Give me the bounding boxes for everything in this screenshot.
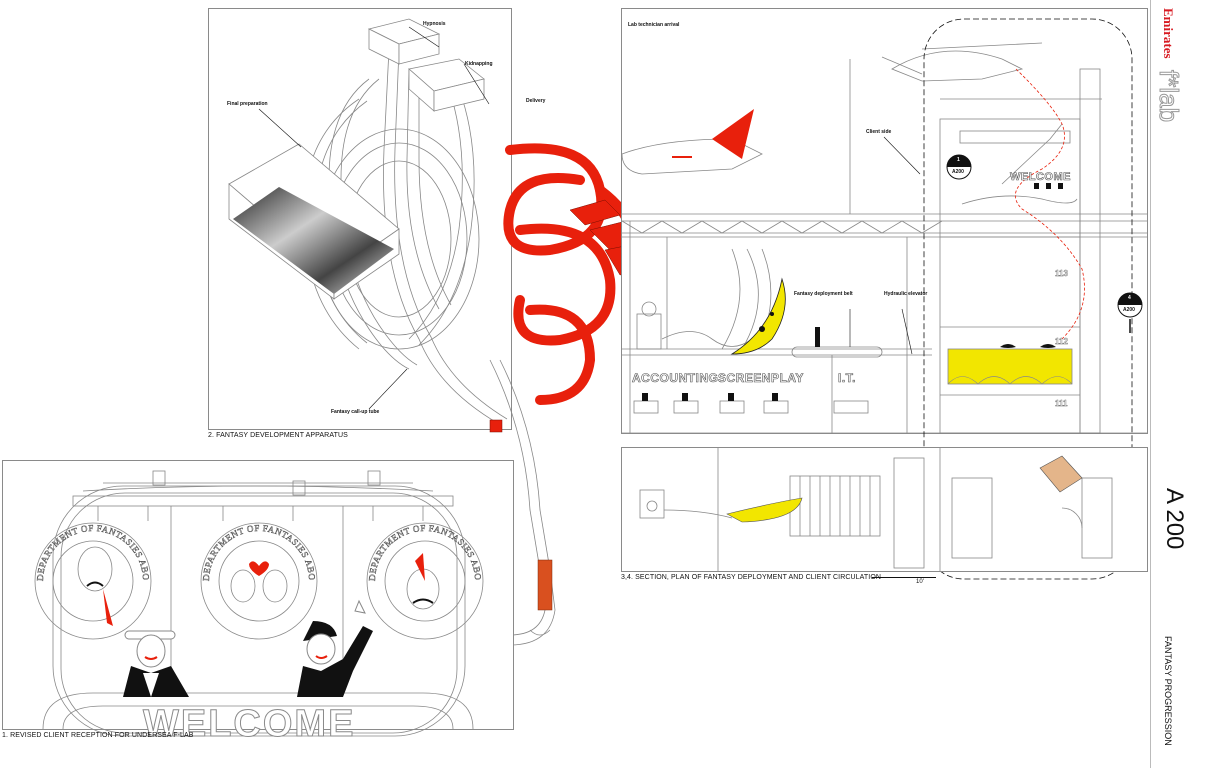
plan-panel bbox=[621, 447, 1148, 572]
dept-accounting: ACCOUNTING bbox=[632, 371, 719, 386]
section-caption: 3,4. SECTION, PLAN OF FANTASY DEPLOYMENT… bbox=[621, 574, 882, 581]
title-strip-divider bbox=[1150, 0, 1151, 768]
project-logo: f*lab bbox=[1154, 70, 1186, 150]
label-deployment-belt: Fantasy deployment belt bbox=[794, 291, 853, 297]
sheet-number-text: A 200 bbox=[1161, 488, 1188, 550]
reception-welcome: WELCOME bbox=[142, 703, 356, 746]
scale-bar bbox=[872, 574, 936, 578]
sheet-title: FANTASY PROGRESSION bbox=[1162, 636, 1176, 746]
sheet-number: A 200 bbox=[1160, 488, 1190, 558]
label-lab-technician-arrival: Lab technician arrival bbox=[628, 22, 680, 28]
label-hydraulic-elevator: Hydraulic elevator bbox=[884, 291, 928, 297]
label-call-up-tube: Fantasy call-up tube bbox=[331, 409, 380, 415]
room-111: 111 bbox=[1055, 399, 1068, 408]
marker-1-num: 1 bbox=[957, 157, 960, 163]
dept-it: I.T. bbox=[838, 371, 857, 386]
sheet-title-text: FANTASY PROGRESSION bbox=[1163, 636, 1173, 746]
section-marker-4 bbox=[1117, 292, 1143, 333]
plan-drawing bbox=[639, 448, 1113, 571]
room-113: 113 bbox=[1055, 269, 1068, 278]
label-kidnapping: Kidnapping bbox=[465, 61, 493, 67]
dept-screenplay: SCREENPLAY bbox=[718, 371, 804, 386]
label-hypnosis: Hypnosis bbox=[423, 21, 446, 27]
scale-label: 10' bbox=[916, 579, 925, 585]
reception-caption: 1. REVISED CLIENT RECEPTION FOR UNDERSEA… bbox=[2, 732, 194, 739]
apparatus-caption: 2. FANTASY DEVELOPMENT APPARATUS bbox=[208, 432, 348, 439]
dept-ring-3: DEPARTMENT OF FANTASIES ABOUT LEGAL BUT … bbox=[0, 453, 483, 582]
reception-panel: DEPARTMENT OF FANTASIES ABOUT NORMALLY C… bbox=[0, 453, 514, 746]
project-name: f*lab bbox=[1154, 70, 1185, 123]
label-final-preparation: Final preparation bbox=[227, 101, 268, 107]
room-112: 112 bbox=[1055, 337, 1068, 346]
label-delivery: Delivery bbox=[526, 98, 546, 104]
marker-1-ref: A200 bbox=[952, 169, 964, 175]
brand-logo: Emirates bbox=[1158, 8, 1180, 78]
receptionist-left bbox=[123, 630, 189, 697]
section-panel: Lab technician arrival Client side Fanta… bbox=[621, 8, 1148, 580]
apparatus-drawing bbox=[228, 18, 508, 425]
receptionist-right bbox=[297, 599, 373, 697]
section-drawing bbox=[621, 18, 1147, 580]
brand-name: Emirates bbox=[1161, 8, 1176, 59]
label-client-side: Client side bbox=[866, 129, 892, 135]
svg-text:DEPARTMENT OF FANTASIES ABOUT: DEPARTMENT OF FANTASIES ABOUT LEGAL BUT … bbox=[0, 453, 483, 581]
section-welcome: WELCOME bbox=[1010, 171, 1071, 184]
section-marker-1 bbox=[946, 154, 972, 180]
apparatus-panel: Hypnosis Kidnapping Final preparation Fa… bbox=[208, 8, 512, 430]
marker-4-ref: A200 bbox=[1123, 307, 1135, 313]
reception-drawing: DEPARTMENT OF FANTASIES ABOUT NORMALLY C… bbox=[0, 453, 484, 737]
marker-4-num: 4 bbox=[1128, 295, 1131, 301]
